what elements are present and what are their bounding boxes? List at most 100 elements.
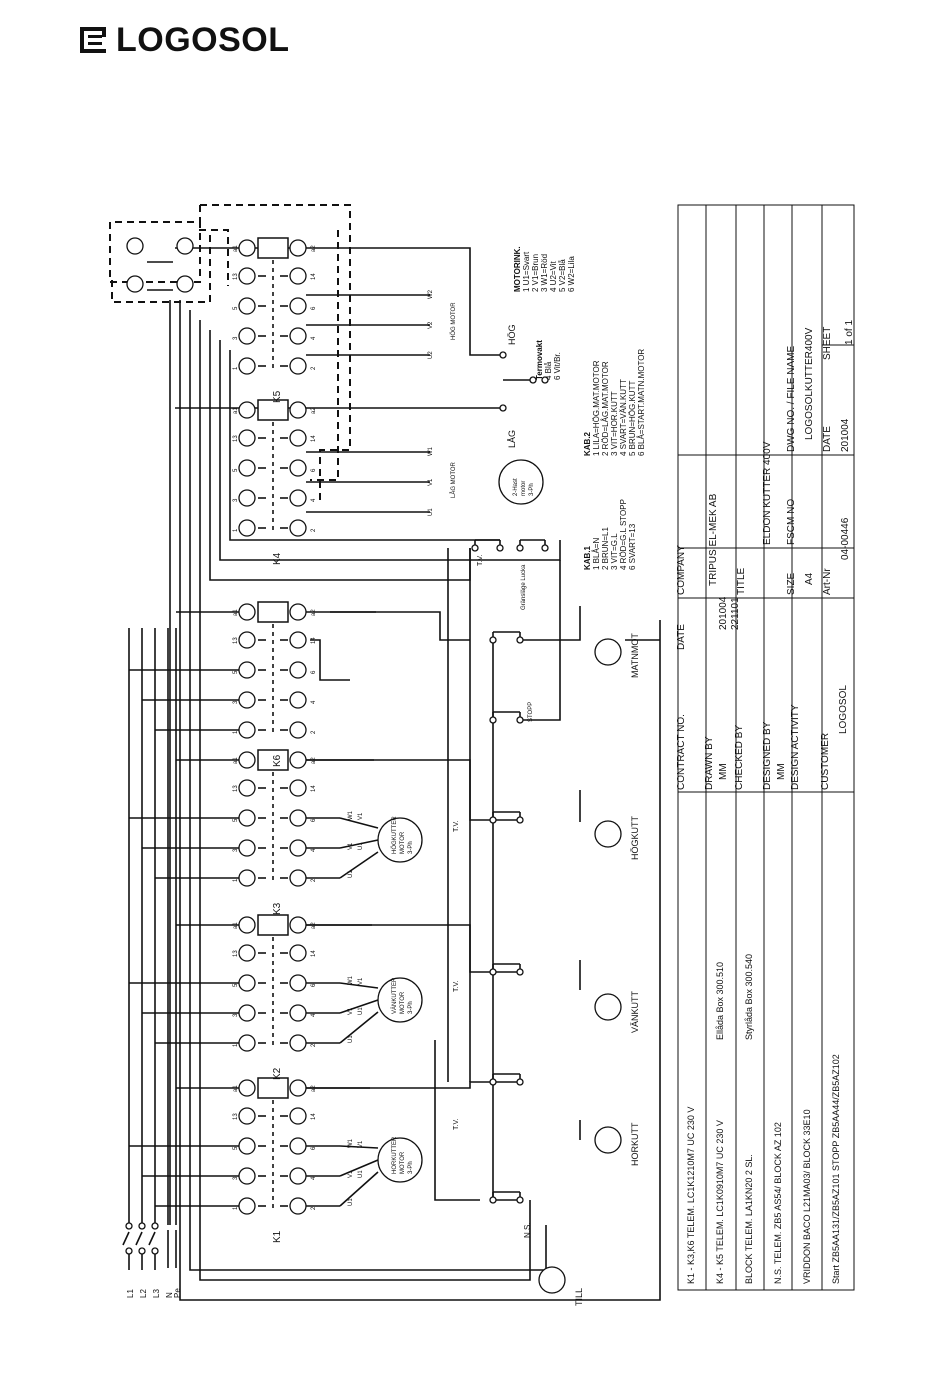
terminal — [238, 603, 256, 621]
designed-value: MM — [776, 763, 787, 780]
terminal — [289, 809, 307, 827]
hog-terminal — [499, 351, 507, 359]
horkutter-motor-text: HORKUTTER — [392, 1136, 398, 1174]
supply-label-L2: L2 — [139, 1289, 148, 1298]
ns-switch — [516, 1196, 524, 1204]
terminal-a1: a1 — [233, 245, 239, 252]
terminal-a1: a1 — [233, 1085, 239, 1092]
terminal — [238, 239, 256, 257]
terminal — [289, 691, 307, 709]
hog-motor-label: HÖG MOTOR — [450, 302, 457, 340]
terminal — [238, 779, 256, 797]
motorink-line: 3 W1=Röd — [540, 254, 549, 292]
title-label: TITLE — [736, 567, 747, 595]
kab1-title: KAB.1 — [583, 545, 592, 570]
terminal-num: 6 — [311, 818, 317, 822]
terminal-num: 4 — [311, 498, 317, 502]
terminal-num: 14 — [311, 950, 317, 957]
grans-switch — [516, 544, 524, 552]
terminal — [238, 751, 256, 769]
kab2-line: 4 SVART=VÄN.KUTT — [619, 379, 628, 456]
horkutt-lamp-label: HORKUTT — [630, 1122, 640, 1166]
parts-line: K4 - K5 TELEM. LC1K0910M7 UC 230 V — [715, 1120, 725, 1284]
terminal — [238, 267, 256, 285]
vankutter-motor-text: VÄNKUTTER — [391, 977, 398, 1014]
horkutter-motor-text: MOTOR — [400, 1151, 406, 1174]
fuse-terminal — [151, 1222, 159, 1230]
terminal — [289, 661, 307, 679]
dwg-value: LOGOSOLKUTTER400V — [804, 327, 815, 440]
terminal-num: 1 — [233, 878, 239, 882]
checked-date: 221101 — [730, 597, 741, 630]
hogkutter-motor-text: HÖGKUTTER — [391, 816, 398, 854]
terminal — [238, 1034, 256, 1052]
terminal — [289, 401, 307, 419]
tv-switch-1 — [516, 816, 524, 824]
tv-switch-1 — [489, 816, 497, 824]
terminal — [289, 839, 307, 857]
terminal — [126, 275, 144, 293]
terminal-num: 1 — [233, 528, 239, 532]
lag-motor-label: LÅG MOTOR — [450, 461, 457, 498]
customer-label: CUSTOMER — [820, 733, 831, 790]
terminal-num: 13 — [233, 950, 239, 957]
terminal — [238, 429, 256, 447]
terminal-num: 1 — [233, 730, 239, 734]
terminal-w1: W1 — [348, 1138, 354, 1148]
drawn-date: 201004 — [718, 596, 729, 630]
terminal — [238, 974, 256, 992]
stopp-top — [489, 636, 497, 644]
lag-label: LÅG — [507, 430, 517, 448]
terminal — [238, 489, 256, 507]
motorink-title: MOTORINK. — [513, 246, 522, 292]
contactor-coil — [257, 237, 289, 259]
tv-switch-2 — [489, 968, 497, 976]
two-speed-motor-text: motor — [521, 481, 527, 496]
terminal — [289, 1167, 307, 1185]
terminal-v1: V1 — [358, 1140, 364, 1148]
terminal — [238, 1137, 256, 1155]
hogkutt-lamp — [594, 820, 622, 848]
upper-terminal: V2 — [428, 321, 434, 329]
terminal-num: 4 — [311, 336, 317, 340]
activity-label: DESIGN ACTIVITY — [790, 704, 801, 790]
checked-label: CHECKED BY — [734, 725, 745, 790]
logo-mark-icon — [80, 27, 106, 53]
tv-switch-top — [471, 544, 479, 552]
vankutt-lamp-label: VÄNKUTT — [630, 990, 640, 1033]
sheet-label: SHEET — [822, 327, 833, 360]
tv-label-1: T.V. — [453, 821, 460, 832]
terminal-a2: a2 — [311, 922, 317, 929]
terminal-num: 6 — [311, 468, 317, 472]
horkutter-motor-text: 3-Ph — [408, 1161, 414, 1174]
terminal — [289, 297, 307, 315]
upper-terminal: V1 — [428, 478, 434, 486]
terminal-num: 3 — [233, 498, 239, 502]
terminal-num: 5 — [233, 468, 239, 472]
dwg-label: DWG NO. / FILE NAME — [786, 346, 797, 452]
terminal-num: 13 — [233, 273, 239, 280]
terminal-num: 5 — [233, 818, 239, 822]
tv-switch-2 — [516, 968, 524, 976]
terminal — [289, 519, 307, 537]
terminal-a1: a1 — [233, 757, 239, 764]
grans-label: Gränsläge Lucka — [521, 564, 527, 610]
company-value: TRIPUS EL-MEK AB — [708, 493, 719, 586]
terminal — [289, 1079, 307, 1097]
terminal-num: 13 — [233, 785, 239, 792]
parts-line: BLOCK TELEM. LA1KN20 2 SL. — [744, 1154, 754, 1284]
parts-line: Start ZB5AA131/ZB5AZ101 STOPP ZB5AA44/ZB… — [831, 1054, 841, 1284]
terminal — [289, 489, 307, 507]
size-value: A4 — [804, 572, 815, 585]
terminal-a1: a1 — [233, 609, 239, 616]
terminal-num: 2 — [311, 1206, 317, 1210]
supply-label-Pe: Pe — [173, 1288, 182, 1298]
terminal — [289, 357, 307, 375]
terminal — [289, 944, 307, 962]
terminal — [238, 839, 256, 857]
parts-line: N.S. TELEM. ZB5 AS54/ BLOCK AZ 102 — [773, 1122, 783, 1284]
fuse-terminal — [125, 1222, 133, 1230]
two-speed-motor-text: 3-Ph — [529, 483, 535, 496]
